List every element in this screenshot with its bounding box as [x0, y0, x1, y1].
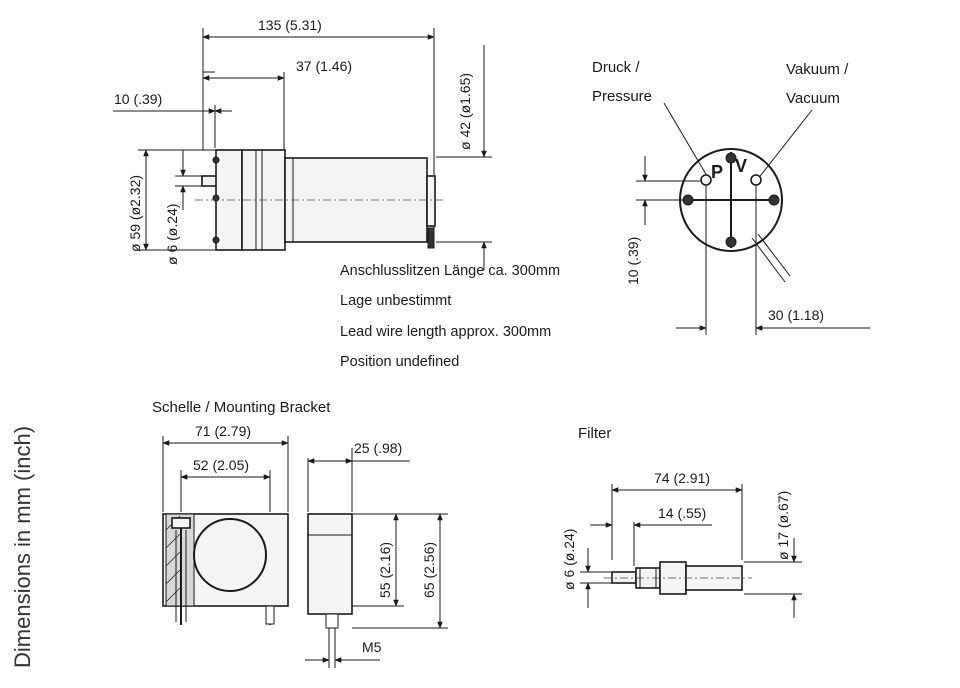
port-vacuum	[750, 174, 762, 186]
side-caption: Dimensions in mm (inch)	[10, 426, 35, 668]
dim-port-offset: 10 (.39)	[625, 237, 641, 285]
dim-height-total: 65 (2.56)	[421, 542, 437, 598]
dim-nozzle: 14 (.55)	[658, 505, 706, 521]
label-vacuum-line2: Vacuum	[786, 90, 840, 107]
dim-bracket-depth: 25 (.98)	[354, 440, 402, 456]
dim-port-spacing: 30 (1.18)	[768, 307, 824, 323]
motor-end-cap	[426, 175, 436, 227]
bracket-bore	[193, 518, 267, 592]
note-de-position: Lage unbestimmt	[340, 293, 451, 309]
dim-port-diameter: ø 6 (ø.24)	[164, 204, 180, 265]
port-v-label: V	[735, 156, 747, 176]
lead-wire-notes: Anschlusslitzen Länge ca. 300mm Lage unb…	[340, 263, 560, 370]
dim-bracket-width: 71 (2.79)	[195, 423, 251, 439]
dim-motor-diameter: ø 42 (ø1.65)	[457, 73, 473, 150]
dim-length-total: 135 (5.31)	[258, 17, 322, 33]
dim-height-inner: 55 (2.16)	[377, 542, 393, 598]
mounting-bracket: Schelle / Mounting Bracket 71 (2.79) 52 …	[152, 399, 448, 668]
dim-hole-spacing: 52 (2.05)	[193, 457, 249, 473]
filter-title: Filter	[578, 425, 611, 442]
dim-thread: M5	[362, 639, 382, 655]
bracket-title: Schelle / Mounting Bracket	[152, 399, 331, 416]
note-en-length: Lead wire length approx. 300mm	[340, 324, 551, 340]
label-pressure-line1: Druck /	[592, 59, 640, 76]
dim-filter-length: 74 (2.91)	[654, 470, 710, 486]
label-pressure-line2: Pressure	[592, 88, 652, 105]
filter-nozzle	[611, 571, 637, 584]
pump-side-view: 135 (5.31) 37 (1.46) 10 (.39) ø 59 (ø2.3…	[113, 17, 492, 270]
dim-port-length: 10 (.39)	[114, 91, 162, 107]
dim-body-diameter: ø 17 (ø.67)	[775, 491, 791, 560]
port-pressure	[700, 174, 712, 186]
dim-nozzle-diameter: ø 6 (ø.24)	[561, 529, 577, 590]
note-en-position: Position undefined	[340, 354, 459, 370]
port-p-label: P	[711, 162, 723, 182]
pump-front-view: Druck / Pressure Vakuum / Vacuum P V 10 …	[592, 59, 870, 335]
dim-head-length: 37 (1.46)	[296, 58, 352, 74]
bracket-side	[307, 513, 353, 615]
note-de-length: Anschlusslitzen Länge ca. 300mm	[340, 263, 560, 279]
label-vacuum-line1: Vakuum /	[786, 61, 849, 78]
dim-head-diameter: ø 59 (ø2.32)	[127, 175, 143, 252]
filter-view: Filter 74 (2.91) 14 (.55) ø 6 (ø.24) ø 1…	[561, 425, 802, 618]
